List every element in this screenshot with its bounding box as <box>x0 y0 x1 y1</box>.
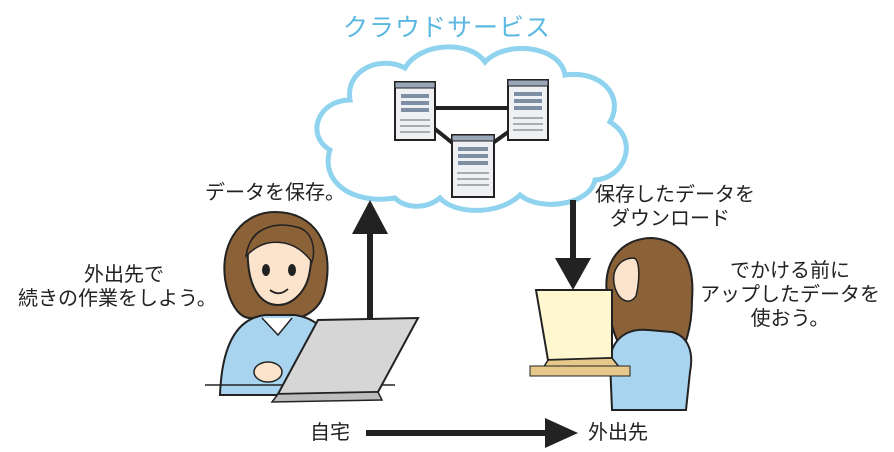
upload-label-line3: 使おう。 <box>750 306 830 330</box>
continue-work-line1: 外出先で <box>84 262 164 286</box>
upload-label-line1: でかける前に <box>730 258 850 282</box>
save-data-label: データを保存。 <box>205 180 345 204</box>
laptop-outside <box>529 289 631 377</box>
download-label-line1: 保存したデータを <box>595 182 755 206</box>
home-to-outside-arrow <box>366 418 578 448</box>
outside-label: 外出先 <box>588 420 648 444</box>
upload-arrow <box>352 200 388 318</box>
continue-work-line2: 続きの作業をしよう。 <box>18 286 217 310</box>
cloud-service-title: クラウドサービス <box>342 13 551 42</box>
server-icon <box>451 134 495 198</box>
download-label-line2: ダウンロード <box>610 206 730 230</box>
server-icon <box>394 81 436 141</box>
upload-label-line2: アップしたデータを <box>700 282 880 306</box>
laptop-home <box>270 316 420 403</box>
server-icon <box>507 79 549 141</box>
home-label: 自宅 <box>310 420 350 444</box>
download-arrow <box>555 200 591 290</box>
